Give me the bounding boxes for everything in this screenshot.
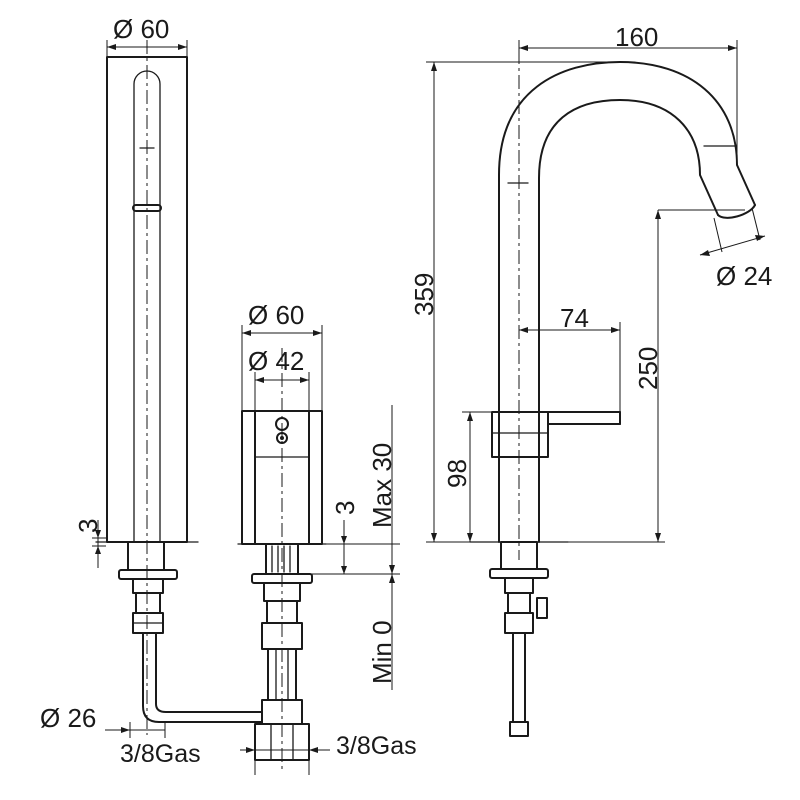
inlet-thread-right-label: 3/8Gas: [336, 732, 417, 760]
valve-offset-label: 3: [330, 501, 360, 515]
outlet-diameter-label: Ø 24: [716, 261, 772, 291]
spout-dimensions: Ø 60 3 Ø 26 3/8Gas: [40, 14, 201, 768]
spout-inlet-diameter-label: Ø 26: [40, 703, 96, 733]
gooseneck-dimensions: 160 359 Ø 24 74 250 98: [409, 22, 772, 543]
valve-inner-diameter-label: Ø 42: [248, 346, 304, 376]
spout-wall-label: 3: [73, 519, 103, 533]
gooseneck-side-view: [469, 50, 756, 737]
outlet-height-label: 250: [633, 347, 663, 390]
deck-min-label: Min 0: [367, 620, 397, 684]
valve-dimensions: Ø 60 Ø 42 3 Max 30 Min 0 3/8Gas: [240, 300, 417, 775]
deck-max-label: Max 30: [367, 443, 397, 528]
inlet-thread-left-label: 3/8Gas: [120, 740, 201, 768]
valve-diameter-label: Ø 60: [248, 300, 304, 330]
valve-body-view: [237, 348, 327, 770]
handle-length-label: 74: [560, 303, 589, 333]
spout-diameter-label: Ø 60: [113, 14, 169, 44]
reach-label: 160: [615, 22, 658, 52]
total-height-label: 359: [409, 273, 439, 316]
handle-height-label: 98: [442, 459, 472, 488]
spout-front-view: [95, 40, 263, 735]
